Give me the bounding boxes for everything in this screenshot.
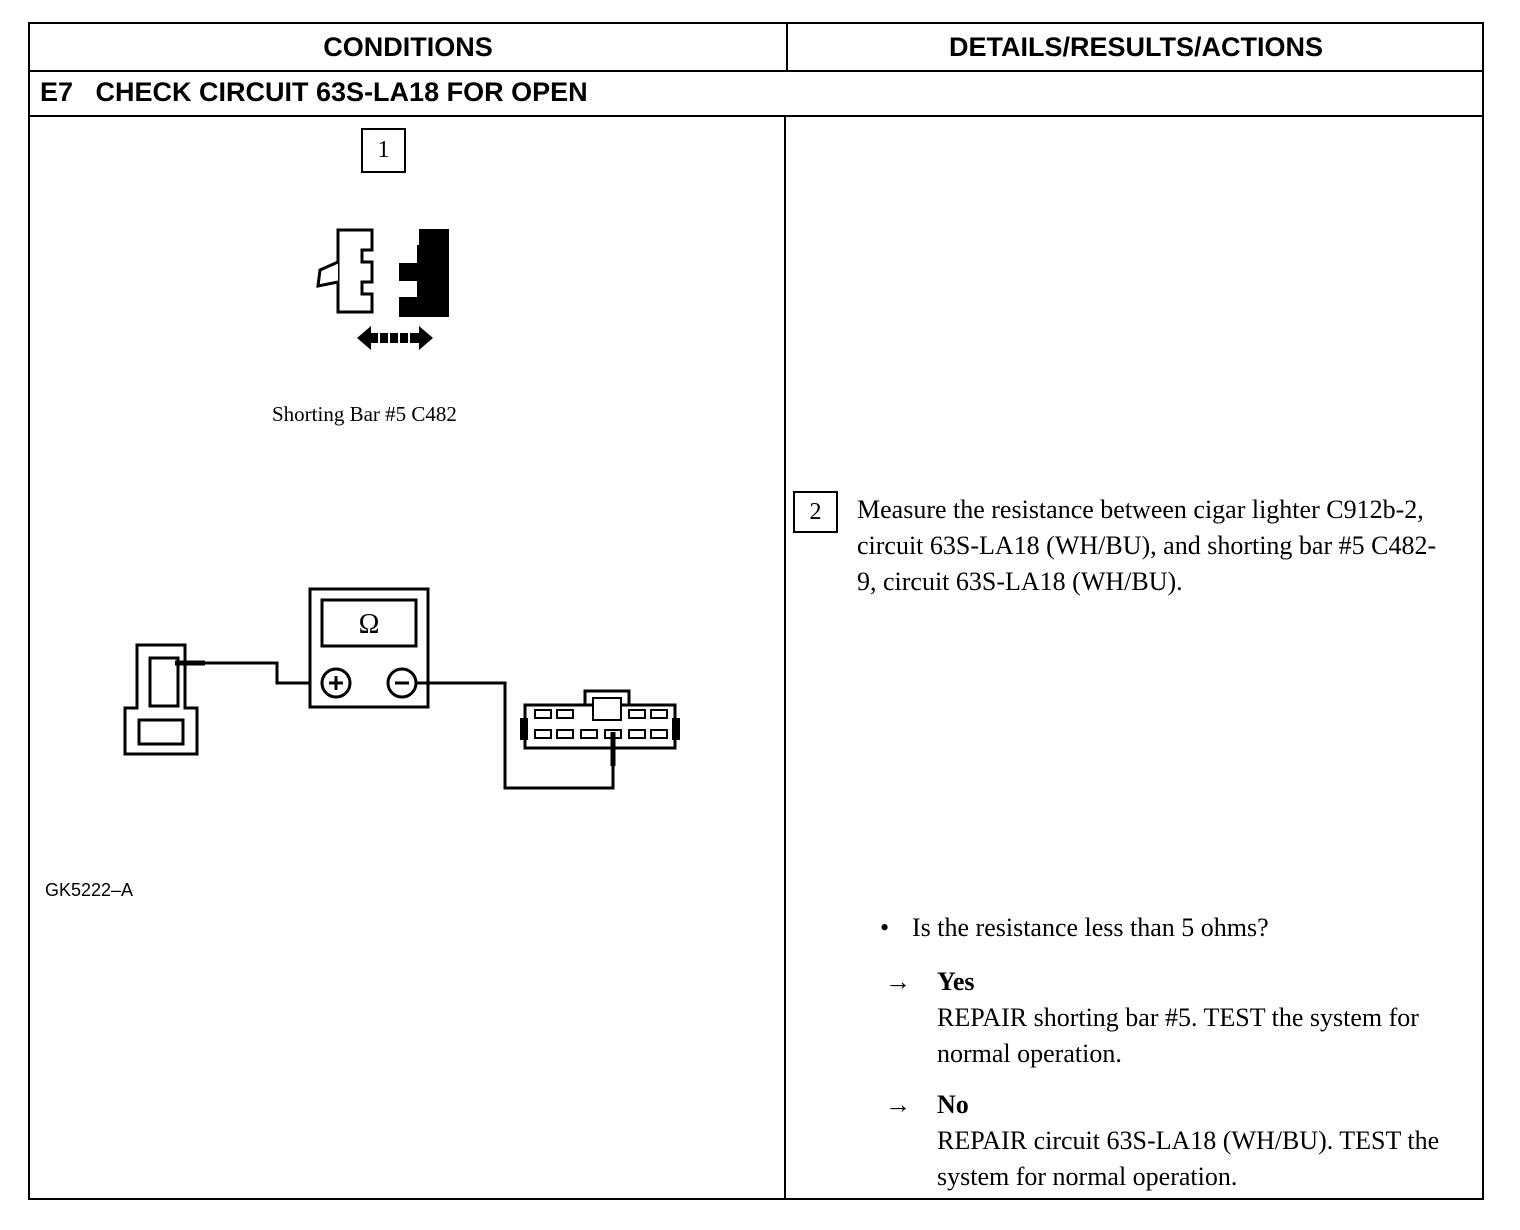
- yes-result: → Yes REPAIR shorting bar #5. TEST the sy…: [885, 964, 1477, 1072]
- connector-caption: Shorting Bar #5 C482: [272, 402, 457, 426]
- no-result: → No REPAIR circuit 63S-LA18 (WH/BU). TES…: [885, 1087, 1477, 1195]
- title-rule: [30, 115, 1482, 117]
- header-divider: [786, 24, 788, 72]
- column-divider: [784, 117, 786, 1200]
- details-header: DETAILS/RESULTS/ACTIONS: [948, 32, 1323, 62]
- header-rule: [30, 70, 1482, 72]
- meter-ohm-symbol: Ω: [359, 609, 380, 640]
- step-2-box: 2: [793, 491, 838, 533]
- no-label: No: [937, 1090, 969, 1119]
- measurement-instruction: Measure the resistance between cigar lig…: [857, 495, 1437, 596]
- result-arrow-icon: →: [885, 967, 911, 996]
- connector-disconnect-icon: [316, 228, 449, 317]
- resistance-question: • Is the resistance less than 5 ohms?: [880, 913, 1269, 943]
- no-action: REPAIR circuit 63S-LA18 (WH/BU). TEST th…: [937, 1126, 1440, 1191]
- conditions-header: CONDITIONS: [323, 32, 493, 62]
- measurement-diagram: Ω: [123, 587, 680, 790]
- cigar-lighter-connector-icon: [123, 643, 199, 756]
- yes-action: REPAIR shorting bar #5. TEST the system …: [937, 1003, 1419, 1068]
- double-arrow-icon: [357, 326, 433, 350]
- bullet-icon: •: [880, 913, 890, 942]
- figure-id: GK5222–A: [45, 880, 134, 900]
- shorting-bar-connector-icon: [520, 689, 680, 750]
- result-arrow-icon: →: [885, 1090, 911, 1119]
- step-title: E7 CHECK CIRCUIT 63S-LA18 FOR OPEN: [40, 77, 588, 107]
- question-text: Is the resistance less than 5 ohms?: [912, 913, 1269, 942]
- step-1-box: 1: [361, 128, 406, 173]
- diagnostic-table: CONDITIONS DETAILS/RESULTS/ACTIONS E7 CH…: [28, 22, 1484, 1200]
- ohmmeter-icon: [308, 587, 430, 709]
- yes-label: Yes: [937, 967, 975, 996]
